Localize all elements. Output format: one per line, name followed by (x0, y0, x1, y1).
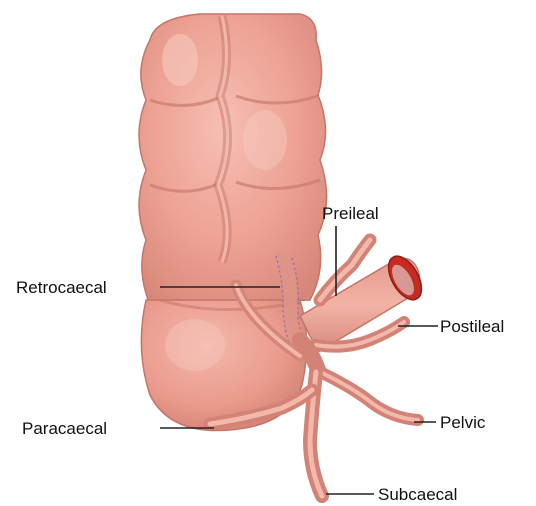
ascending-colon (139, 14, 327, 305)
label-retrocaecal: Retrocaecal (16, 278, 107, 297)
label-preileal: Preileal (322, 204, 379, 223)
label-subcaecal: Subcaecal (378, 485, 457, 504)
pelvic-appendix (316, 370, 418, 420)
label-postileal: Postileal (440, 317, 504, 336)
label-paracaecal: Paracaecal (22, 419, 107, 438)
label-pelvic: Pelvic (440, 413, 486, 432)
